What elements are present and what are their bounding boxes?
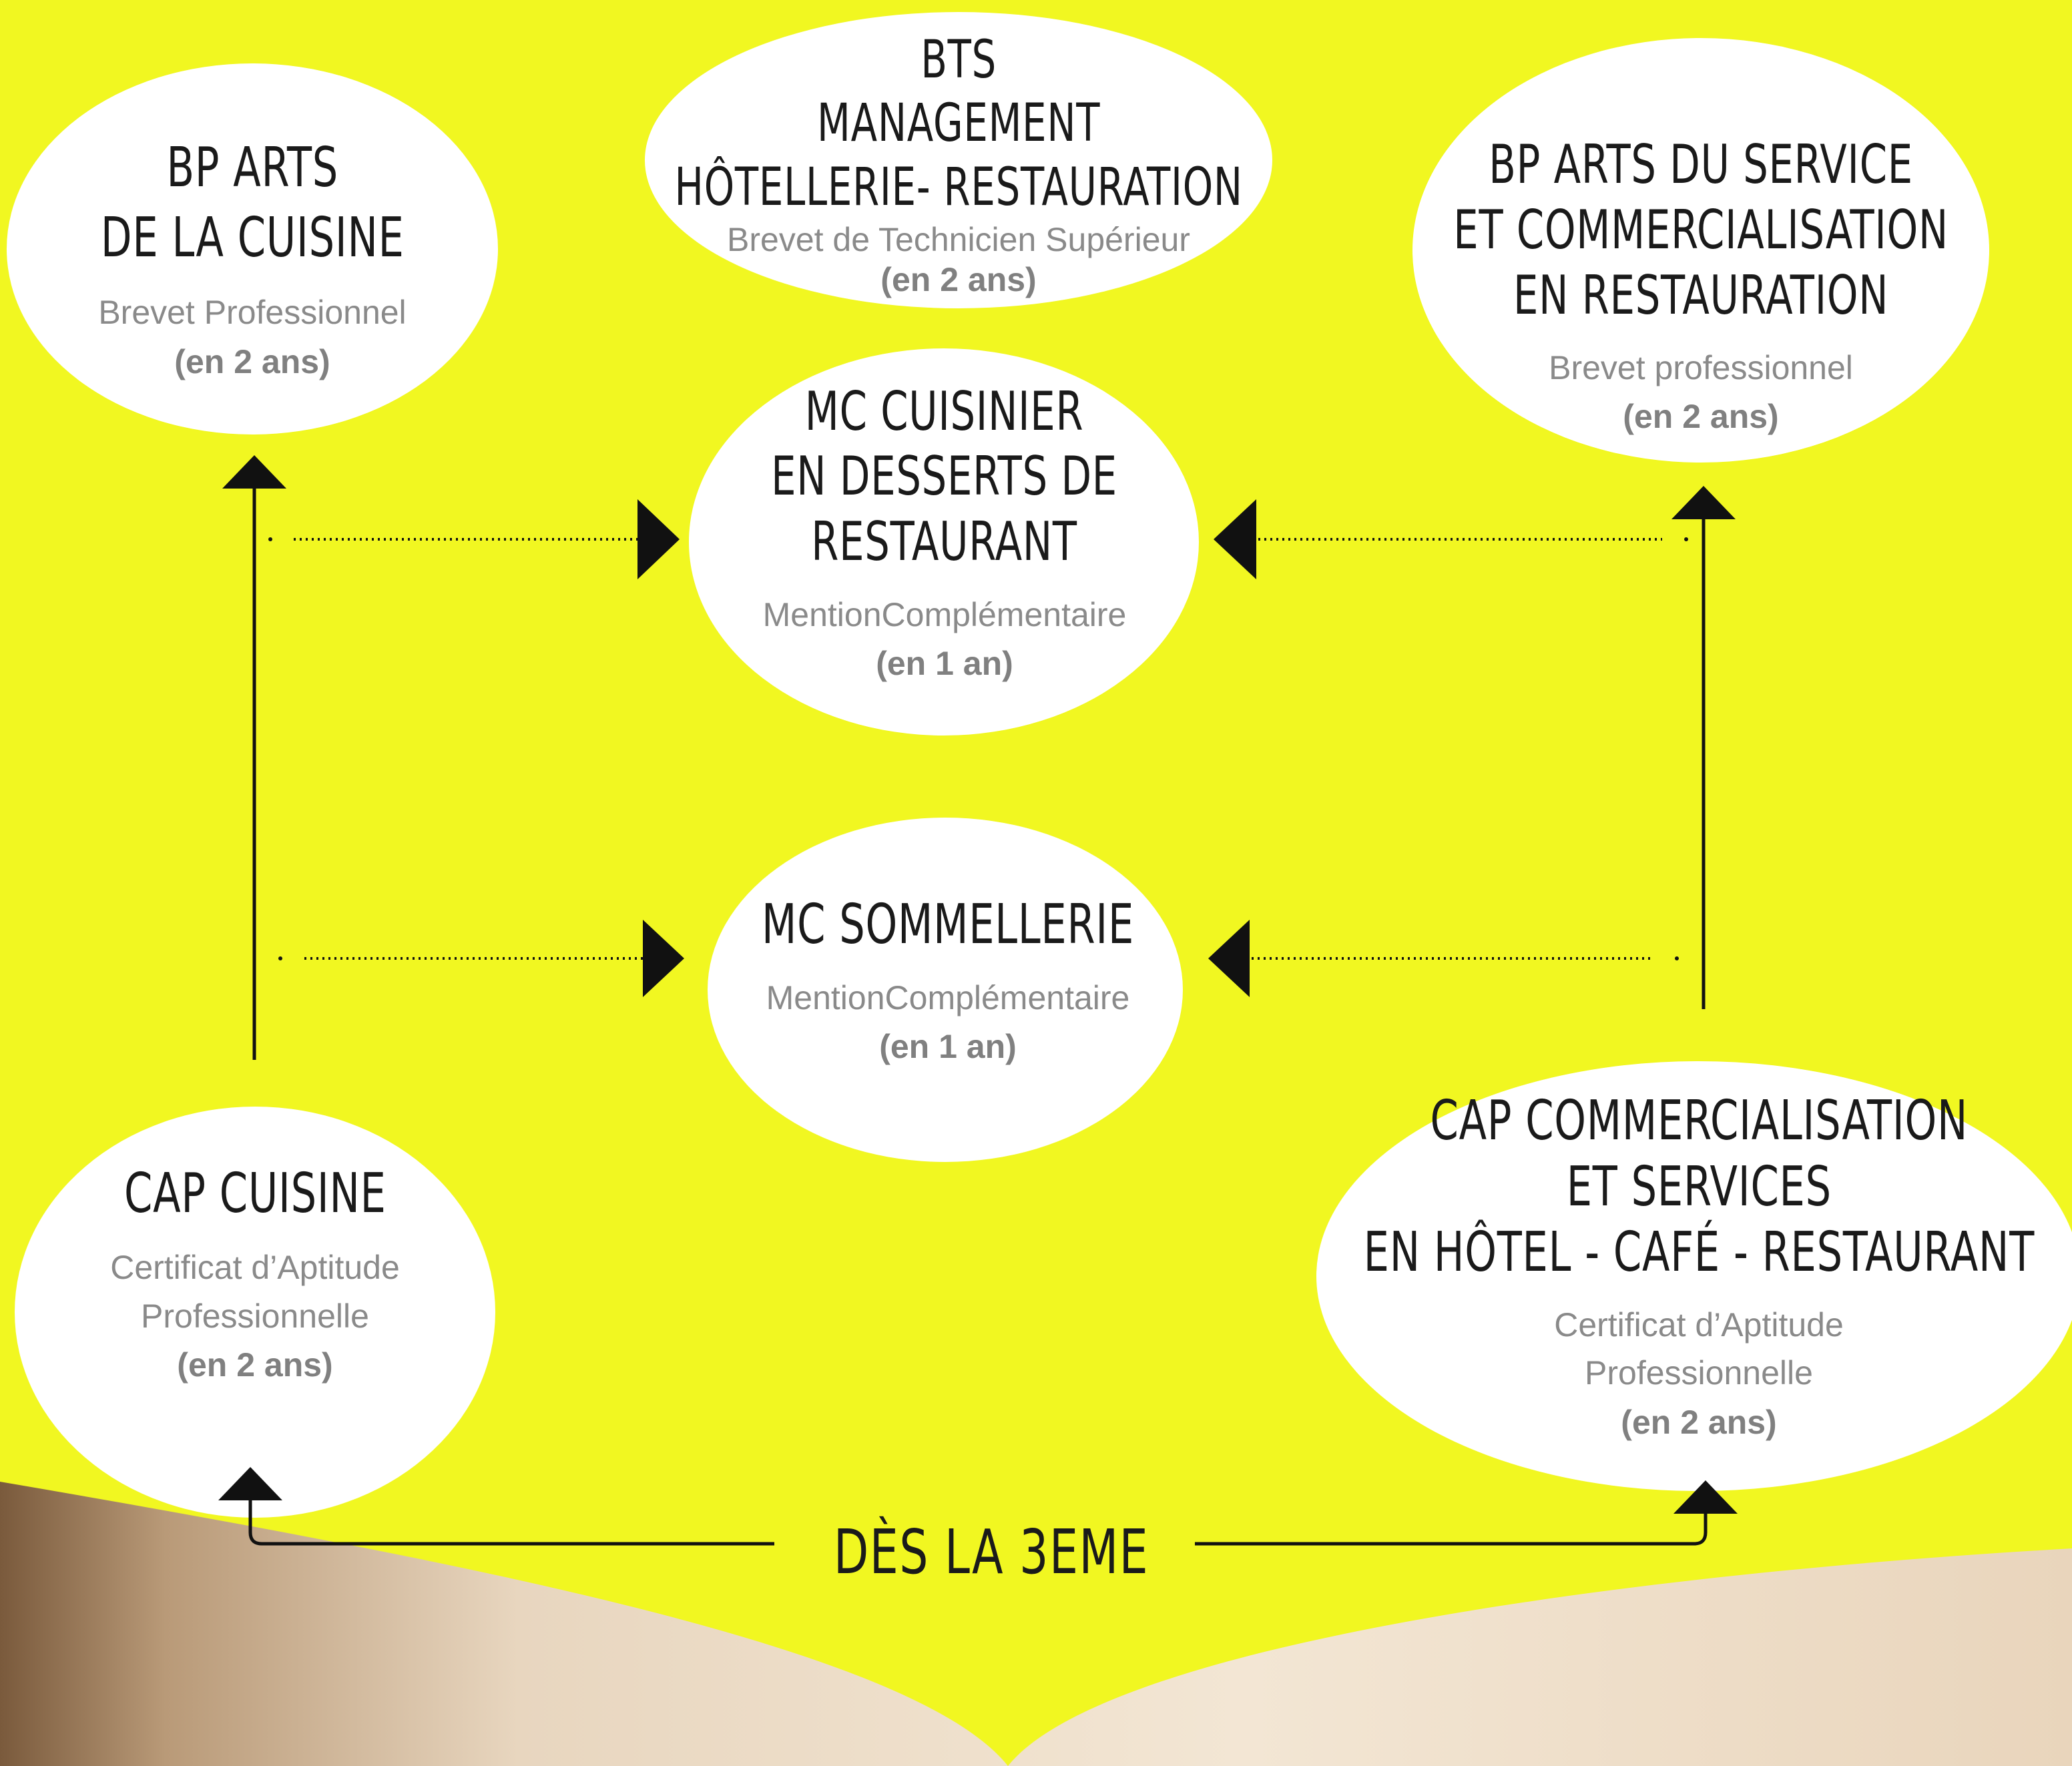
title-line: EN HÔTEL - CAFÉ - RESTAURANT <box>1363 1221 2035 1285</box>
node-subtitle: Brevet de Technicien Supérieur <box>727 220 1190 258</box>
title-line: RESTAURANT <box>811 511 1078 573</box>
bracket-left <box>248 1500 774 1546</box>
node-duration: (en 1 an) <box>879 1028 1017 1066</box>
title-line: MC CUISINIER <box>805 380 1084 443</box>
subtitle-line: Professionnelle <box>141 1297 369 1335</box>
start-label: DÈS LA 3EME <box>833 1516 1149 1588</box>
arrowhead-bp-service <box>1671 486 1736 519</box>
node-cap-service: CAP COMMERCIALISATION ET SERVICES EN HÔT… <box>1335 1081 2063 1455</box>
node-bts: BTS MANAGEMENT HÔTELLERIE- RESTAURATION … <box>654 24 1263 304</box>
node-title: MC SOMMELLERIE <box>762 890 1134 960</box>
node-title: CAP COMMERCIALISATION ET SERVICES EN HÔT… <box>1363 1089 2034 1285</box>
arrowhead-sommellerie-left <box>643 920 684 997</box>
dot-start-right-sommellerie <box>1675 956 1679 960</box>
arrowhead-cap-cuisine <box>218 1467 282 1500</box>
title-line: MC SOMMELLERIE <box>761 892 1135 956</box>
node-mc-sommellerie: MC SOMMELLERIE MentionComplémentaire (en… <box>728 881 1168 1081</box>
node-duration: (en 2 ans) <box>174 342 330 380</box>
node-subtitle: Brevet Professionnel <box>98 294 407 332</box>
node-duration: (en 1 an) <box>876 645 1013 683</box>
node-subtitle: Certificat d’Aptitude Professionnelle <box>1554 1301 1844 1398</box>
node-title: BP ARTS DU SERVICE ET COMMERCIALISATION … <box>1453 132 1949 329</box>
node-bp-service: BP ARTS DU SERVICE ET COMMERCIALISATION … <box>1441 120 1961 454</box>
node-duration: (en 2 ans) <box>1621 1403 1777 1441</box>
title-line: MANAGEMENT <box>816 93 1101 154</box>
arrowhead-cap-service <box>1673 1480 1738 1514</box>
subtitle-line: Certificat d’Aptitude <box>1554 1305 1844 1344</box>
node-cap-cuisine: CAP CUISINE Certificat d’Aptitude Profes… <box>40 1148 470 1402</box>
node-duration: (en 2 ans) <box>1623 398 1779 436</box>
title-line: BTS <box>921 30 997 91</box>
node-subtitle: MentionComplémentaire <box>766 978 1130 1016</box>
title-line: ET COMMERCIALISATION <box>1453 199 1949 262</box>
arrowhead-bp-cuisine <box>222 455 286 489</box>
bubble-bp-cuisine <box>7 63 498 434</box>
title-line: HÔTELLERIE- RESTAURATION <box>674 157 1243 218</box>
bubble-mc-sommellerie <box>708 818 1183 1162</box>
title-line: EN DESSERTS DE <box>771 445 1118 508</box>
title-line: DE LA CUISINE <box>100 206 405 270</box>
node-subtitle: Certificat d’Aptitude Professionnelle <box>110 1243 400 1340</box>
node-subtitle: MentionComplémentaire <box>762 595 1127 633</box>
arrowhead-desserts-right <box>1214 499 1256 579</box>
subtitle-line: Professionnelle <box>1585 1354 1813 1392</box>
title-line: BP ARTS <box>166 136 338 200</box>
dot-start-left-desserts <box>268 537 272 541</box>
bubble-mc-desserts <box>689 348 1199 735</box>
node-title: MC CUISINIER EN DESSERTS DE RESTAURANT <box>772 379 1118 575</box>
bubble-bp-service <box>1412 38 1989 463</box>
title-line: CAP COMMERCIALISATION <box>1430 1089 1968 1153</box>
subtitle-line: Certificat d’Aptitude <box>110 1249 400 1287</box>
bubble-cap-cuisine <box>15 1107 495 1518</box>
title-line: EN RESTAURATION <box>1513 264 1889 327</box>
dot-start-right-desserts <box>1684 537 1688 541</box>
node-subtitle: Brevet professionnel <box>1549 348 1853 386</box>
node-title: CAP CUISINE <box>124 1159 386 1229</box>
dot-start-left-sommellerie <box>278 956 282 960</box>
title-line: BP ARTS DU SERVICE <box>1489 133 1913 196</box>
bubble-cap-service <box>1316 1061 2072 1491</box>
node-duration: (en 2 ans) <box>880 260 1037 298</box>
node-bp-cuisine: BP ARTS DE LA CUISINE Brevet Professionn… <box>60 127 445 394</box>
arrowhead-sommellerie-right <box>1208 920 1250 997</box>
node-mc-desserts: MC CUISINIER EN DESSERTS DE RESTAURANT M… <box>714 374 1175 694</box>
node-title: BP ARTS DE LA CUISINE <box>101 133 405 274</box>
bracket-right <box>1195 1514 1708 1546</box>
node-duration: (en 2 ans) <box>177 1346 333 1384</box>
bubble-bts <box>645 12 1272 308</box>
node-title: BTS MANAGEMENT HÔTELLERIE- RESTAURATION <box>674 29 1242 219</box>
title-line: CAP CUISINE <box>123 1161 386 1225</box>
title-line: ET SERVICES <box>1566 1155 1832 1219</box>
arrowhead-desserts-left <box>637 499 680 579</box>
